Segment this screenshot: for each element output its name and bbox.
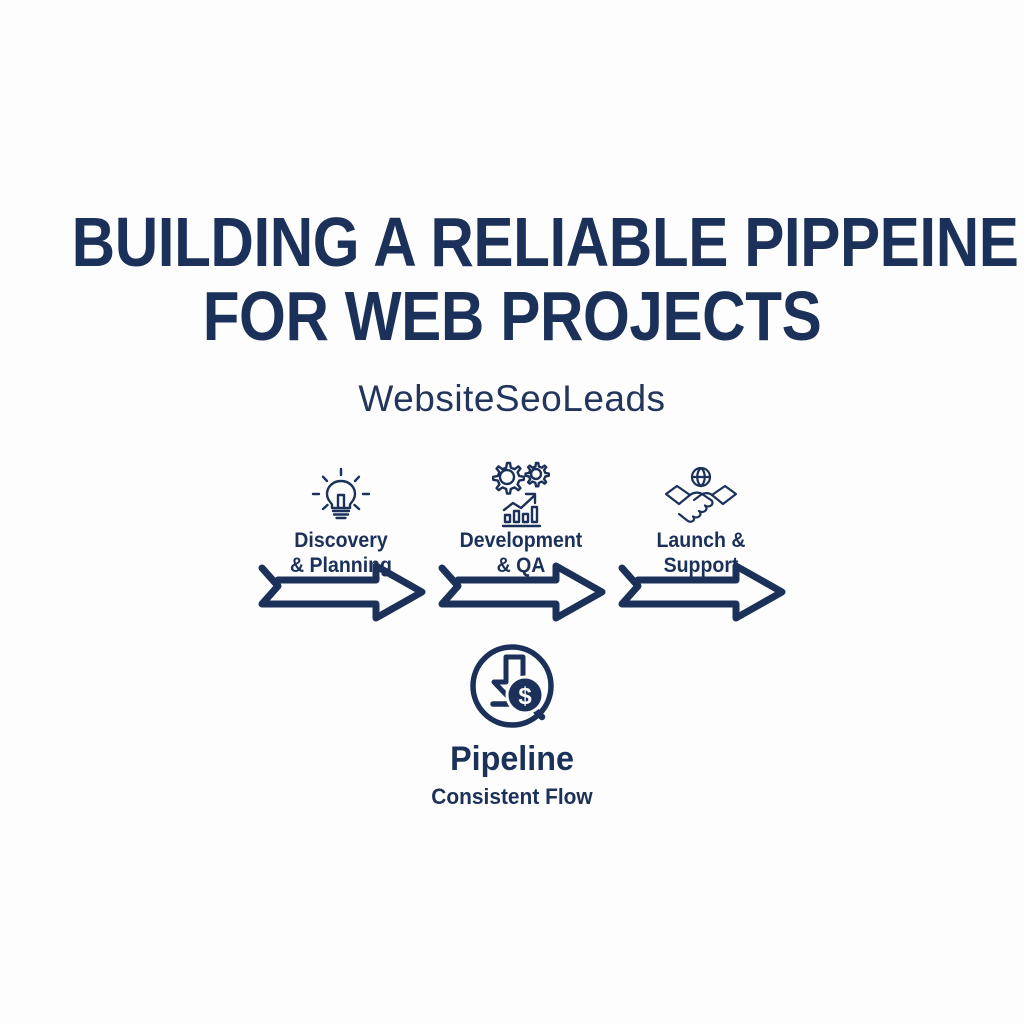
title-line-1: BUILDING A RELIABLE PIPPEINE: [71, 203, 1019, 281]
flow-step-label-line-2: & QA: [496, 554, 546, 577]
flow-step-label: Launch & Support: [616, 528, 785, 578]
flow-step-development-qa: Development & QA: [430, 460, 612, 640]
flow-step-label: Development & QA: [436, 528, 605, 578]
pipeline-dollar-magnifier-icon: $: [382, 640, 642, 732]
handshake-globe-icon: [610, 460, 792, 532]
flow-step-label-line-1: Launch &: [656, 529, 746, 552]
outcome-node-pipeline: $ Pipeline Consistent Flow: [382, 640, 642, 815]
flow-step-label-line-1: Development: [459, 529, 583, 552]
outcome-title: Pipeline: [450, 740, 574, 778]
svg-text:$: $: [518, 683, 532, 710]
page-title: BUILDING A RELIABLE PIPPEINE FOR WEB PRO…: [0, 205, 1024, 353]
process-flow: Discovery & Planning: [250, 460, 795, 640]
brand-subtitle: WebsiteSeoLeads: [358, 378, 666, 419]
flow-step-discovery-planning: Discovery & Planning: [250, 460, 432, 640]
outcome-subtitle: Consistent Flow: [431, 784, 593, 809]
banner-arrow-right-icon: [258, 562, 430, 624]
flow-step-label-line-2: & Planning: [289, 554, 392, 577]
flow-step-label-line-1: Discovery: [294, 529, 388, 552]
gears-growth-chart-icon: [430, 460, 612, 532]
flow-step-launch-support: Launch & Support: [610, 460, 792, 640]
banner-arrow-right-icon: [438, 562, 610, 624]
banner-arrow-right-icon: [618, 562, 790, 624]
flow-step-label-line-2: Support: [663, 554, 739, 577]
lightbulb-icon: [250, 460, 432, 532]
flow-step-label: Discovery & Planning: [256, 528, 425, 578]
title-line-2: FOR WEB PROJECTS: [202, 277, 822, 355]
